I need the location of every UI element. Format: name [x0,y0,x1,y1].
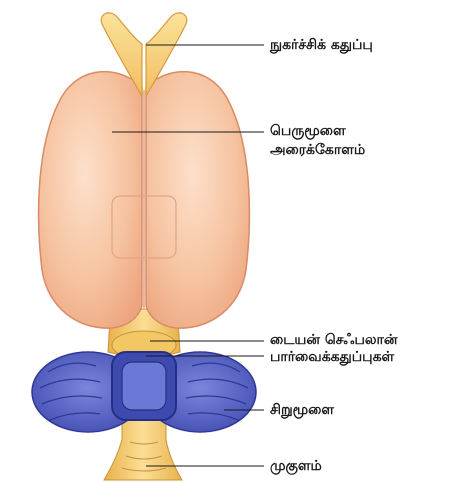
label-optic-lobes: பார்வைக்கதுப்புகள் [270,348,394,367]
label-olfactory-bulbs: நுகர்ச்சிக் கதுப்பு [270,36,373,55]
cerebral-hemispheres [39,72,250,329]
label-cerebral-hemisphere: பெருமூளை அரைக்கோளம் [270,122,365,160]
label-cerebellum: சிறுமூளை [270,401,334,420]
label-medulla: முகுளம் [270,457,322,476]
cerebellum [32,352,256,432]
